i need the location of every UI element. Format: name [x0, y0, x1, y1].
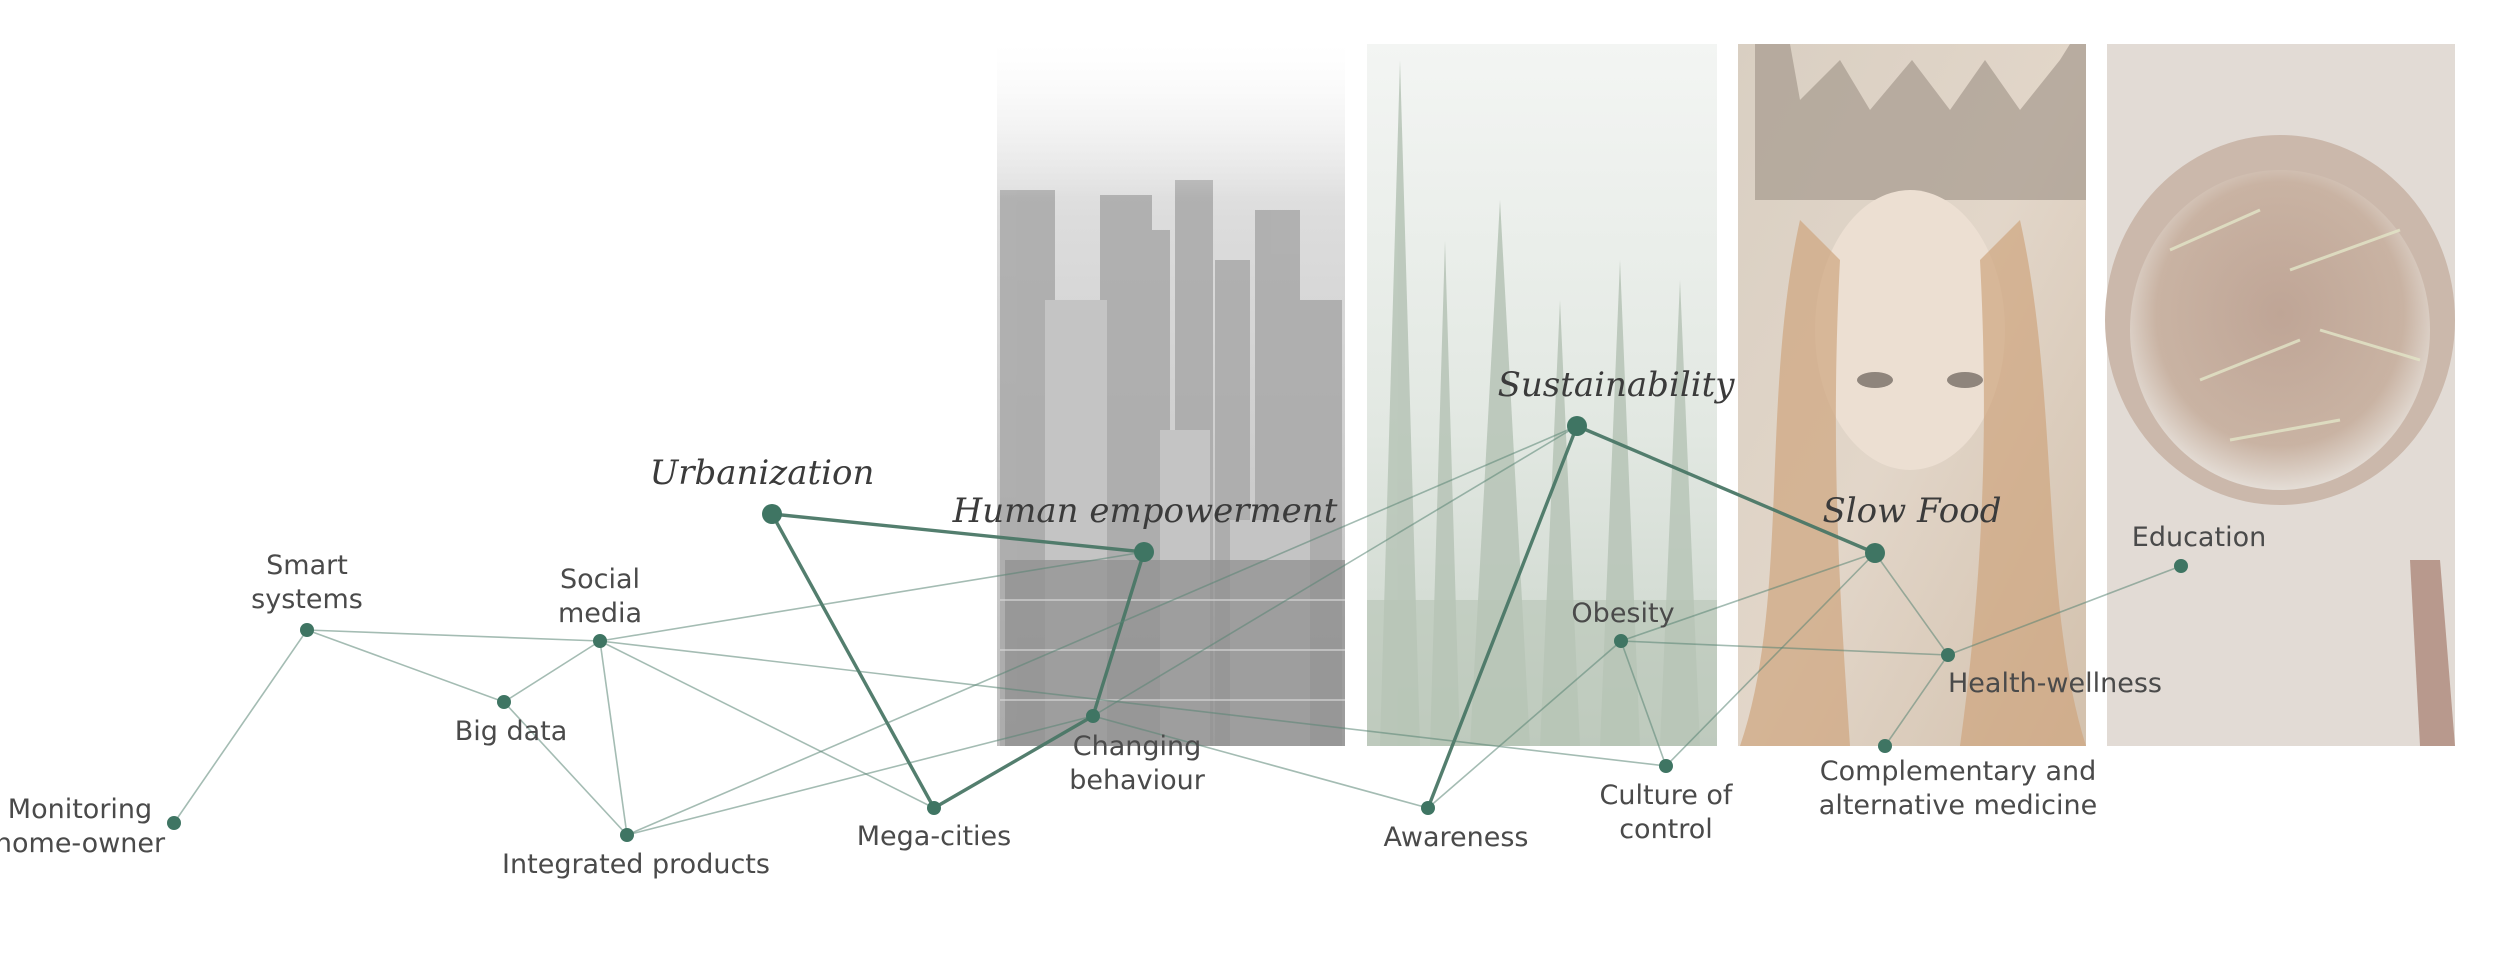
- edge-mega_cities-changing_behaviour: [933, 714, 1094, 810]
- edge-obesity-health_wellness: [1620, 640, 1949, 656]
- label-big-data: Big data: [455, 716, 568, 747]
- node-monitoring[interactable]: [167, 816, 181, 830]
- node-big-data[interactable]: [497, 695, 511, 709]
- node-mega-cities[interactable]: [927, 801, 941, 815]
- edge-social_media-integrated_products: [599, 640, 628, 836]
- edge-social_media-mega_cities: [599, 640, 935, 809]
- edge-health_wellness-education: [1947, 565, 2182, 656]
- edge-smart_systems-monitoring: [173, 629, 308, 824]
- edge-obesity-culture_of_control: [1620, 640, 1667, 767]
- edge-social_media-human_empowerment: [599, 551, 1145, 642]
- label-line: Health-wellness: [1948, 668, 2162, 699]
- node-changing-behaviour[interactable]: [1086, 709, 1100, 723]
- label-line: Monitoring: [8, 794, 152, 825]
- edge-urbanization-human_empowerment: [771, 512, 1145, 554]
- crowned-woman-image: [1738, 44, 2086, 746]
- edge-changing_behaviour-awareness: [1092, 715, 1429, 809]
- city-skyline-image: [997, 44, 1345, 746]
- label-line: control: [1619, 814, 1713, 845]
- label-sustainability: Sustainability: [1498, 365, 1736, 405]
- label-line: Changing: [1073, 731, 1202, 762]
- label-line: Urbanization: [650, 453, 875, 493]
- edge-integrated_products-sustainability: [626, 425, 1578, 836]
- node-awareness[interactable]: [1421, 801, 1435, 815]
- node-social-media[interactable]: [593, 634, 607, 648]
- node-human-empowerment[interactable]: [1134, 542, 1154, 562]
- edge-social_media-culture_of_control: [599, 640, 1667, 767]
- edge-sustainability-awareness: [1426, 425, 1579, 809]
- label-line: Sustainability: [1498, 365, 1736, 405]
- node-urbanization[interactable]: [762, 504, 782, 524]
- label-line: Integrated products: [502, 849, 770, 880]
- label-integrated-products: Integrated products: [502, 849, 770, 880]
- label-line: home-owner: [0, 828, 166, 859]
- connection-lines: [173, 424, 2182, 836]
- edge-changing_behaviour-sustainability: [1092, 425, 1578, 717]
- label-line: behaviour: [1069, 765, 1206, 796]
- edge-human_empowerment-changing_behaviour: [1091, 551, 1146, 717]
- label-line: Smart: [266, 550, 348, 581]
- node-education[interactable]: [2174, 559, 2188, 573]
- label-line: Slow Food: [1823, 491, 2002, 531]
- label-line: Awareness: [1384, 822, 1529, 853]
- label-line: Big data: [455, 716, 568, 747]
- food-dish-image: [2105, 44, 2455, 746]
- edge-obesity-slow_food: [1620, 552, 1876, 642]
- edge-urbanization-mega_cities: [770, 513, 936, 809]
- label-urbanization: Urbanization: [650, 453, 875, 493]
- node-health-wellness[interactable]: [1941, 648, 1955, 662]
- edge-health_wellness-complementary: [1884, 654, 1949, 747]
- label-obesity: Obesity: [1571, 598, 1674, 629]
- edge-big_data-integrated_products: [503, 701, 628, 836]
- node-integrated-products[interactable]: [620, 828, 634, 842]
- label-line: Obesity: [1571, 598, 1674, 629]
- misty-forest-image: [1367, 44, 1717, 746]
- label-line: Social: [560, 564, 640, 595]
- node-obesity[interactable]: [1614, 634, 1628, 648]
- edge-awareness-obesity: [1427, 640, 1622, 809]
- edge-culture_of_control-slow_food: [1665, 552, 1876, 767]
- node-smart-systems[interactable]: [300, 623, 314, 637]
- edge-sustainability-slow_food: [1576, 424, 1876, 555]
- label-line: Human empowerment: [952, 491, 1338, 531]
- edge-integrated_products-changing_behaviour: [626, 715, 1094, 836]
- label-line: media: [558, 598, 642, 629]
- edge-slow_food-health_wellness: [1874, 552, 1949, 656]
- label-line: systems: [251, 584, 363, 615]
- label-human-empowerment: Human empowerment: [952, 491, 1338, 531]
- label-health-wellness: Health-wellness: [1948, 668, 2162, 699]
- edge-smart_systems-big_data: [306, 629, 505, 703]
- node-complementary[interactable]: [1878, 739, 1892, 753]
- label-line: Education: [2132, 522, 2266, 553]
- edge-smart_systems-social_media: [306, 629, 601, 642]
- edge-big_data-social_media: [503, 640, 601, 703]
- node-slow-food[interactable]: [1865, 543, 1885, 563]
- label-awareness: Awareness: [1384, 822, 1529, 853]
- label-line: Culture of: [1600, 780, 1734, 811]
- label-line: Mega-cities: [857, 821, 1011, 852]
- node-sustainability[interactable]: [1567, 416, 1587, 436]
- label-line: alternative medicine: [1819, 790, 2097, 821]
- label-mega-cities: Mega-cities: [857, 821, 1011, 852]
- node-culture-of-control[interactable]: [1659, 759, 1673, 773]
- label-line: Complementary and: [1820, 756, 2097, 787]
- diagram-nodes: [167, 416, 2188, 842]
- label-education: Education: [2132, 522, 2266, 553]
- label-slow-food: Slow Food: [1823, 491, 2002, 531]
